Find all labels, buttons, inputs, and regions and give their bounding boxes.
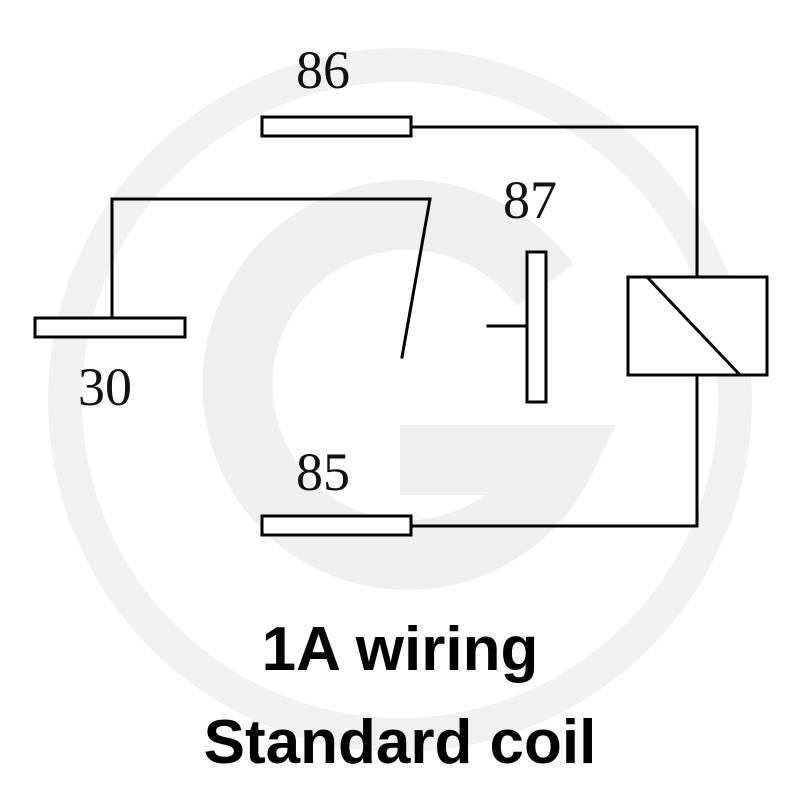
label-30: 30: [78, 357, 132, 417]
relay-coil: [626, 275, 769, 377]
terminal-86: [260, 115, 413, 138]
label-85: 85: [296, 442, 350, 502]
label-86: 86: [296, 40, 350, 100]
coil-diagonal: [645, 275, 742, 377]
wire-coil-to-85: [409, 373, 699, 528]
label-87: 87: [503, 170, 557, 230]
wire-86-to-coil: [409, 125, 699, 279]
wires: [110, 125, 699, 528]
terminal-30: [33, 316, 187, 339]
switch-arm: [400, 197, 432, 359]
coil-box: [626, 275, 769, 377]
wire-30-to-switch: [110, 197, 432, 320]
terminal-85: [260, 514, 413, 537]
caption-line-1: 1A wiring: [262, 615, 539, 684]
terminals: [33, 115, 548, 537]
caption-line-2: Standard coil: [204, 708, 597, 777]
terminal-87: [525, 250, 548, 404]
